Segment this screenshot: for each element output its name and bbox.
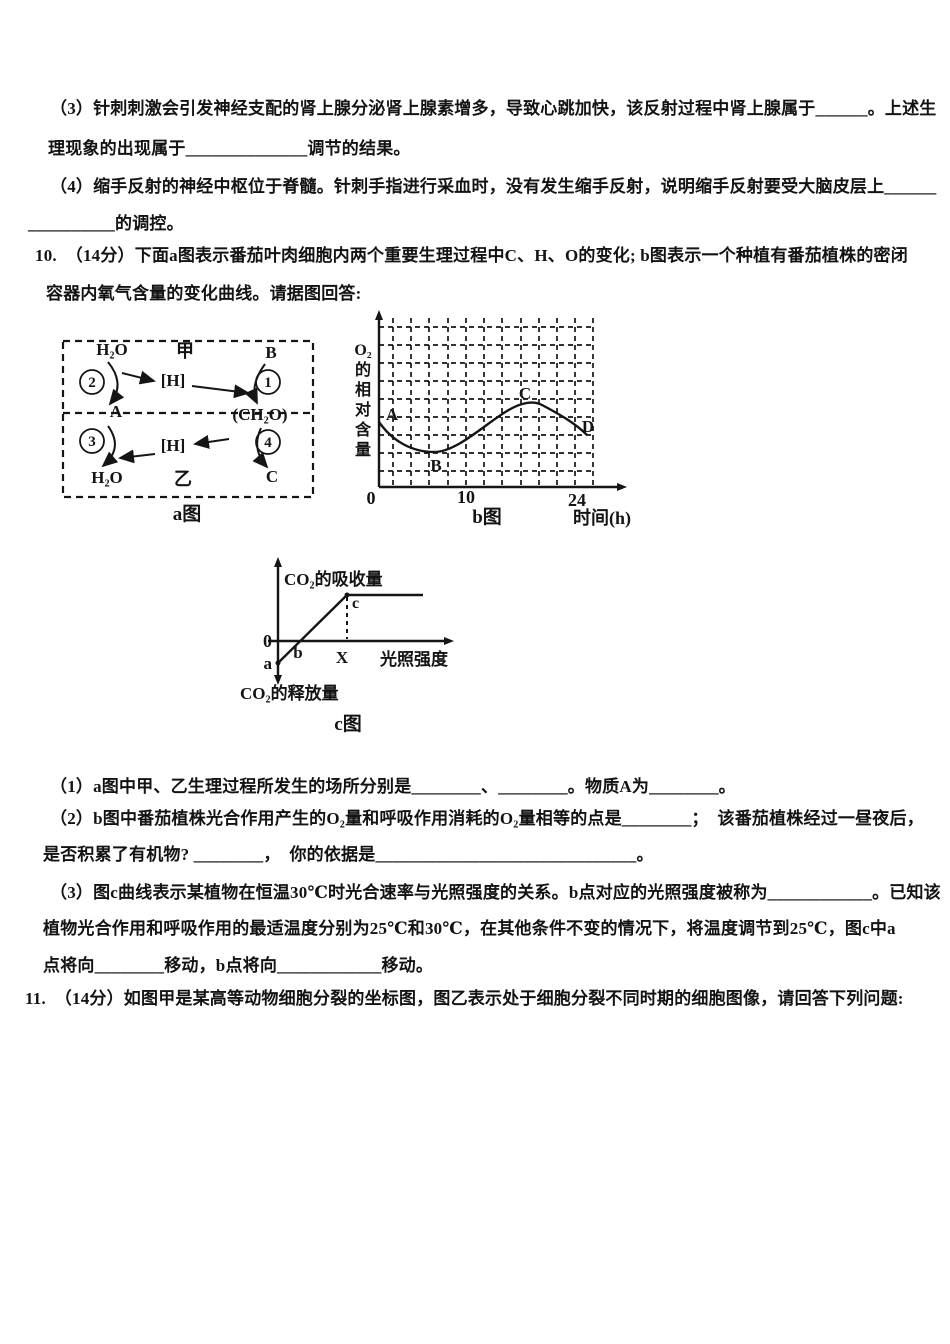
fig-c-point-c-dot [344,592,350,598]
fig-a-dashed-border [61,339,315,499]
fig-b-xtick-0: 0 [367,488,376,508]
fig-a-caption: a图 [173,503,202,525]
fig-a-step3-circle [79,428,105,454]
fig-b-xtick-24: 24 [568,490,586,510]
fig-c-x-axis-arrow [444,637,454,645]
fig-b-x-axis-arrow [617,483,627,491]
q4-text-line-2: __________的调控。 [28,214,184,233]
q11-intro-line: 11. （14分）如图甲是某高等动物细胞分裂的坐标图，图乙表示处于细胞分裂不同时… [25,989,904,1008]
q10-sub3-line-1: （3）图c曲线表示某植物在恒温30℃时光合速率与光照强度的关系。b点对应的光照强… [50,883,941,902]
fig-a-label-H-bottom: [H] [161,436,186,455]
fig-c-point-a-dot [275,660,281,666]
fig-a-step3-number: 3 [88,434,96,450]
fig-b-ylabel-char: 对 [355,400,371,419]
q10-sub3-line-3: 点将向________移动，b点将向____________移动。 [43,956,434,975]
fig-c-y-axis-arrow-up [274,557,282,567]
fig-b-point-A: A [386,405,399,424]
fig-b-ylabel-char: 相 [355,380,371,399]
fig-c-origin-label: 0 [263,631,272,651]
fig-b-point-B: B [430,456,441,475]
fig-b-caption: b图 [472,506,502,528]
q10-sub3-line-2: 植物光合作用和呼吸作用的最适温度分别为25℃和30℃，在其他条件不变的情况下，将… [43,919,896,938]
fig-c-point-c-label: c [352,595,359,612]
fig-c-label-co2-uptake: CO₂的吸收量 [284,569,383,589]
fig-b-ylabel-char: O₂ [354,342,371,359]
fig-a-arrow-B-to-ch2o [244,363,266,405]
fig-b-ylabel-char: 量 [355,441,371,459]
fig-a-arrow-A-to-h2o [101,425,119,468]
fig-a-label-ch2o: (CH₂O) [232,405,287,424]
fig-a-label-C: C [266,467,278,486]
fig-a-label-H-top: [H] [161,371,186,390]
figure-a-pathway-diagram: 2 1 3 4 H₂O 甲 B [H] A (CH₂O) [H] H₂O 乙 C… [61,339,315,525]
fig-b-y-axis-arrow [375,310,383,320]
fig-a-step1-number: 1 [264,375,272,391]
figure-b-oxygen-curve-chart: A B C D 0 10 24 O₂ 的 相 对 含 量 b图 时间(h) [354,310,631,529]
fig-c-y-axis-arrow-down [274,675,282,685]
fig-a-label-A: A [110,402,123,421]
fig-b-x-axis-title: 时间(h) [573,508,631,529]
fig-b-grid [379,318,595,485]
fig-b-xtick-10: 10 [457,487,475,507]
fig-a-label-yi: 乙 [174,469,192,489]
fig-a-step1-circle [255,369,281,395]
q4-text-line-1: （4）缩手反射的神经中枢位于脊髓。针刺手指进行采血时，没有发生缩手反射，说明缩手… [50,177,937,196]
fig-a-step2-circle [79,369,105,395]
q10-intro-line-2: 容器内氧气含量的变化曲线。请据图回答: [46,284,362,303]
fig-c-label-co2-release: CO₂的释放量 [240,683,339,703]
fig-a-arrow-to-H-top [121,370,156,385]
fig-a-step4-circle [255,429,281,455]
fig-b-point-C: C [519,384,531,403]
q10-sub2-line-2: 是否积累了有机物? ________， 你的依据是_______________… [43,845,654,864]
fig-a-label-jia: 甲 [176,341,194,361]
q3-text-line-1: （3）针刺刺激会引发神经支配的肾上腺分泌肾上腺素增多，导致心跳加快，该反射过程中… [50,99,937,118]
fig-a-step4-number: 4 [264,435,272,451]
q3-text-line-2: 理现象的出现属于______________调节的结果。 [48,139,411,158]
fig-b-ylabel-char: 含 [355,420,372,439]
fig-b-point-D: D [582,417,594,436]
fig-a-step2-number: 2 [88,375,96,391]
fig-c-point-a-label: a [264,654,273,673]
fig-c-caption: c图 [334,713,361,735]
fig-b-o2-curve [378,401,588,454]
fig-a-arrow-H-to-step3 [118,449,156,464]
figure-c-light-response-chart: CO₂的吸收量 CO₂的释放量 0 a b c X 光照强度 c图 [240,557,454,735]
q10-sub1-line: （1）a图中甲、乙生理过程所发生的场所分别是________、________。… [50,777,736,796]
fig-a-label-h2o-bottom: H₂O [91,468,123,487]
fig-b-y-axis-label: O₂ 的 相 对 含 量 [354,342,372,459]
fig-b-ylabel-char: 的 [355,360,371,379]
fig-a-label-h2o-top: H₂O [96,340,128,359]
fig-a-arrow-H-to-step1 [191,384,250,399]
fig-c-point-b-label: b [293,643,302,662]
fig-a-arrow-h2o-to-A [107,361,125,406]
q10-intro-line-1: 10. （14分）下面a图表示番茄叶肉细胞内两个重要生理过程中C、H、O的变化;… [35,246,908,265]
fig-c-x-axis-title: 光照强度 [379,649,449,669]
q10-sub2-line-1: （2）b图中番茄植株光合作用产生的O₂量和呼吸作用消耗的O₂量相等的点是____… [50,809,924,828]
fig-c-point-X-label: X [336,648,349,667]
fig-a-label-B: B [265,343,276,362]
fig-a-arrow-ch2o-to-H [193,435,230,449]
